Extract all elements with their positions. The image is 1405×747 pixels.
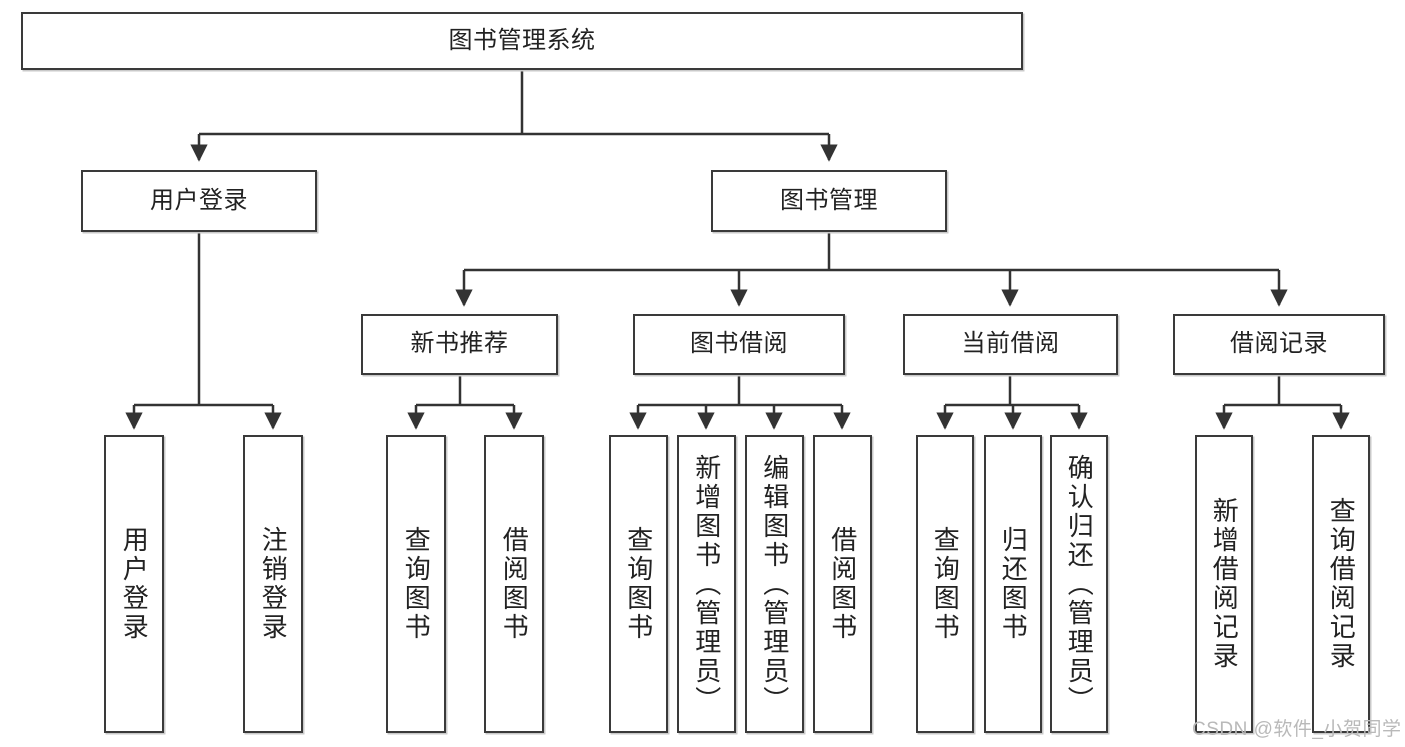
node-label: 注销登录 [258,526,289,642]
edge-group-root [190,70,838,162]
node-leaf-add-borrow-record[interactable]: 新增借阅记录 [1195,435,1253,733]
node-label: 查询借阅记录 [1326,497,1357,671]
node-borrow-record[interactable]: 借阅记录 [1173,314,1385,375]
node-leaf-query-book-borrow[interactable]: 查询图书 [609,435,668,733]
node-leaf-borrow-book[interactable]: 借阅图书 [813,435,872,733]
csdn-watermark: CSDN @软件_小贺同学 [1192,719,1402,740]
edge-group-user-login [125,232,282,430]
node-leaf-query-book-current[interactable]: 查询图书 [916,435,974,733]
node-label: 借阅图书 [827,526,858,642]
node-label: 借阅记录 [1230,330,1328,358]
node-leaf-borrow-book-recommend[interactable]: 借阅图书 [484,435,544,733]
node-leaf-confirm-return-admin[interactable]: 确认归还（管理员） [1050,435,1108,733]
node-root-system[interactable]: 图书管理系统 [21,12,1023,70]
node-label: 当前借阅 [961,330,1060,358]
edge-group-borrow-record [1215,375,1350,430]
node-label: 新增借阅记录 [1209,497,1240,671]
edge-group-new-book-recommend [407,375,523,430]
node-user-login[interactable]: 用户登录 [81,170,317,232]
node-label: 查询图书 [930,526,961,642]
node-leaf-return-book[interactable]: 归还图书 [984,435,1042,733]
node-leaf-query-book-recommend[interactable]: 查询图书 [386,435,446,733]
node-label: 编辑图书（管理员） [759,453,790,715]
node-label: 借阅图书 [499,526,530,642]
node-label: 确认归还（管理员） [1064,453,1095,715]
node-label: 图书管理 [780,186,878,214]
node-label: 查询图书 [623,526,654,642]
node-leaf-user-login[interactable]: 用户登录 [104,435,164,733]
node-label: 新增图书（管理员） [691,453,722,715]
node-label: 用户登录 [150,186,248,214]
node-label: 新书推荐 [410,330,509,358]
node-leaf-query-borrow-record[interactable]: 查询借阅记录 [1312,435,1370,733]
node-label: 用户登录 [119,526,150,642]
node-book-borrow[interactable]: 图书借阅 [633,314,845,375]
node-leaf-edit-book-admin[interactable]: 编辑图书（管理员） [745,435,804,733]
node-label: 查询图书 [401,526,432,642]
edge-group-book-borrow [629,375,851,430]
node-new-book-recommend[interactable]: 新书推荐 [361,314,558,375]
node-current-borrow[interactable]: 当前借阅 [903,314,1118,375]
node-label: 图书借阅 [690,330,788,358]
edge-group-current-borrow [936,375,1088,430]
node-book-manage[interactable]: 图书管理 [711,170,947,232]
node-leaf-logout-login[interactable]: 注销登录 [243,435,303,733]
node-leaf-add-book-admin[interactable]: 新增图书（管理员） [677,435,736,733]
edge-group-book-manage [455,232,1288,307]
node-label: 归还图书 [998,526,1029,642]
node-label: 图书管理系统 [448,26,596,54]
